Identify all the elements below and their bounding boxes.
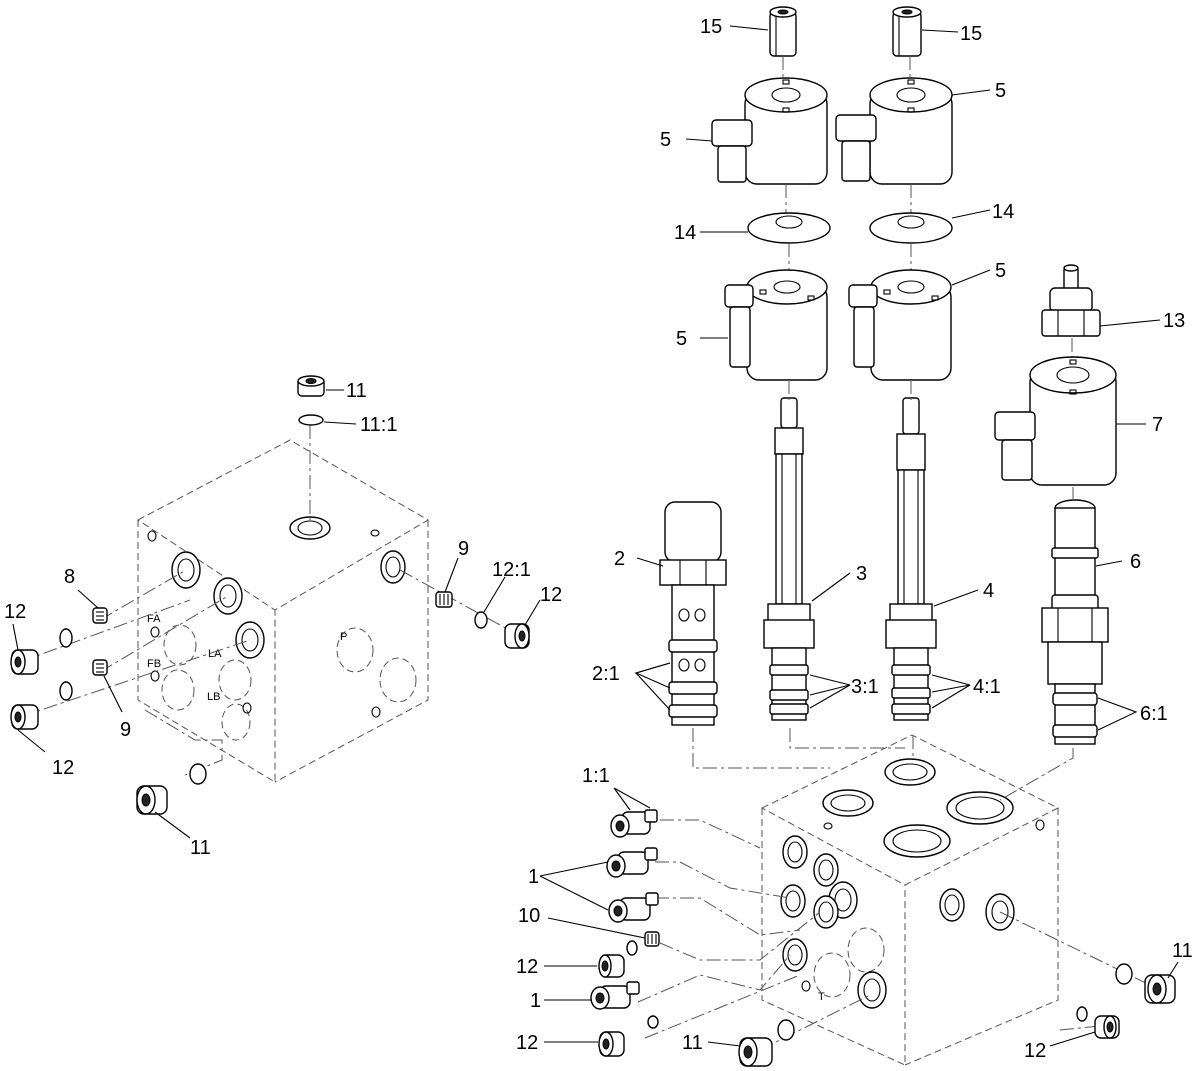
callout-15: 15 [960,23,982,45]
right-block-parts [590,809,1176,1067]
marking-fa: FA [147,613,161,625]
callout-4-1: 4:1 [973,676,1001,698]
callout-11: 11 [1172,940,1193,962]
valve-4-solenoid-cartridge [885,397,937,721]
callout-4: 4 [983,580,994,602]
callout-15: 15 [700,16,722,38]
marking-t: T [818,991,825,1003]
callout-5: 5 [995,260,1006,282]
callout-3-1: 3:1 [851,676,879,698]
right-manifold-block: T [637,728,1151,1066]
callout-labels: 15 15 5 5 14 14 5 5 13 7 6 6:1 2 2:1 3 3… [4,16,1193,1062]
callout-1: 1 [530,990,541,1012]
leader-lines [12,25,1179,1047]
callout-5: 5 [676,328,687,350]
callout-5: 5 [660,129,671,151]
callout-11-1: 11:1 [360,414,397,436]
coil-7-proportional [994,264,1117,505]
coil-stack-left [711,6,831,400]
marking-fb: FB [147,658,161,670]
callout-14: 14 [674,222,696,244]
callout-9: 9 [120,719,131,741]
callout-11: 11 [682,1032,703,1054]
valve-6-proportional-cartridge [1041,499,1109,745]
marking-lb: LB [207,691,220,703]
callout-12: 12 [52,757,74,779]
callout-8: 8 [64,566,75,588]
callout-9: 9 [458,538,469,560]
left-manifold-block: FA FB LA LB P [19,425,521,783]
callout-2-1: 2:1 [592,663,620,685]
callout-11: 11 [346,380,367,402]
callout-12: 12 [540,584,562,606]
coil-stack-right [835,6,953,400]
callout-14: 14 [992,201,1014,223]
callout-12: 12 [4,601,26,623]
callout-10: 10 [518,905,540,927]
callout-11: 11 [190,837,211,859]
left-block-parts [10,375,530,815]
callout-5: 5 [995,80,1006,102]
valve-2-relief-cartridge [659,501,727,726]
marking-p: P [340,631,347,643]
callout-12-1: 12:1 [492,559,531,581]
callout-3: 3 [856,563,867,585]
callout-6-1: 6:1 [1140,703,1168,725]
callout-7: 7 [1152,414,1163,436]
callout-1: 1 [528,866,539,888]
callout-6: 6 [1130,551,1141,573]
callout-2: 2 [614,548,625,570]
callout-12: 12 [516,1032,538,1054]
callout-12: 12 [516,956,538,978]
valve-3-solenoid-cartridge [763,397,815,721]
callout-13: 13 [1163,310,1185,332]
callout-12: 12 [1024,1040,1046,1062]
callout-1-1: 1:1 [582,765,610,787]
